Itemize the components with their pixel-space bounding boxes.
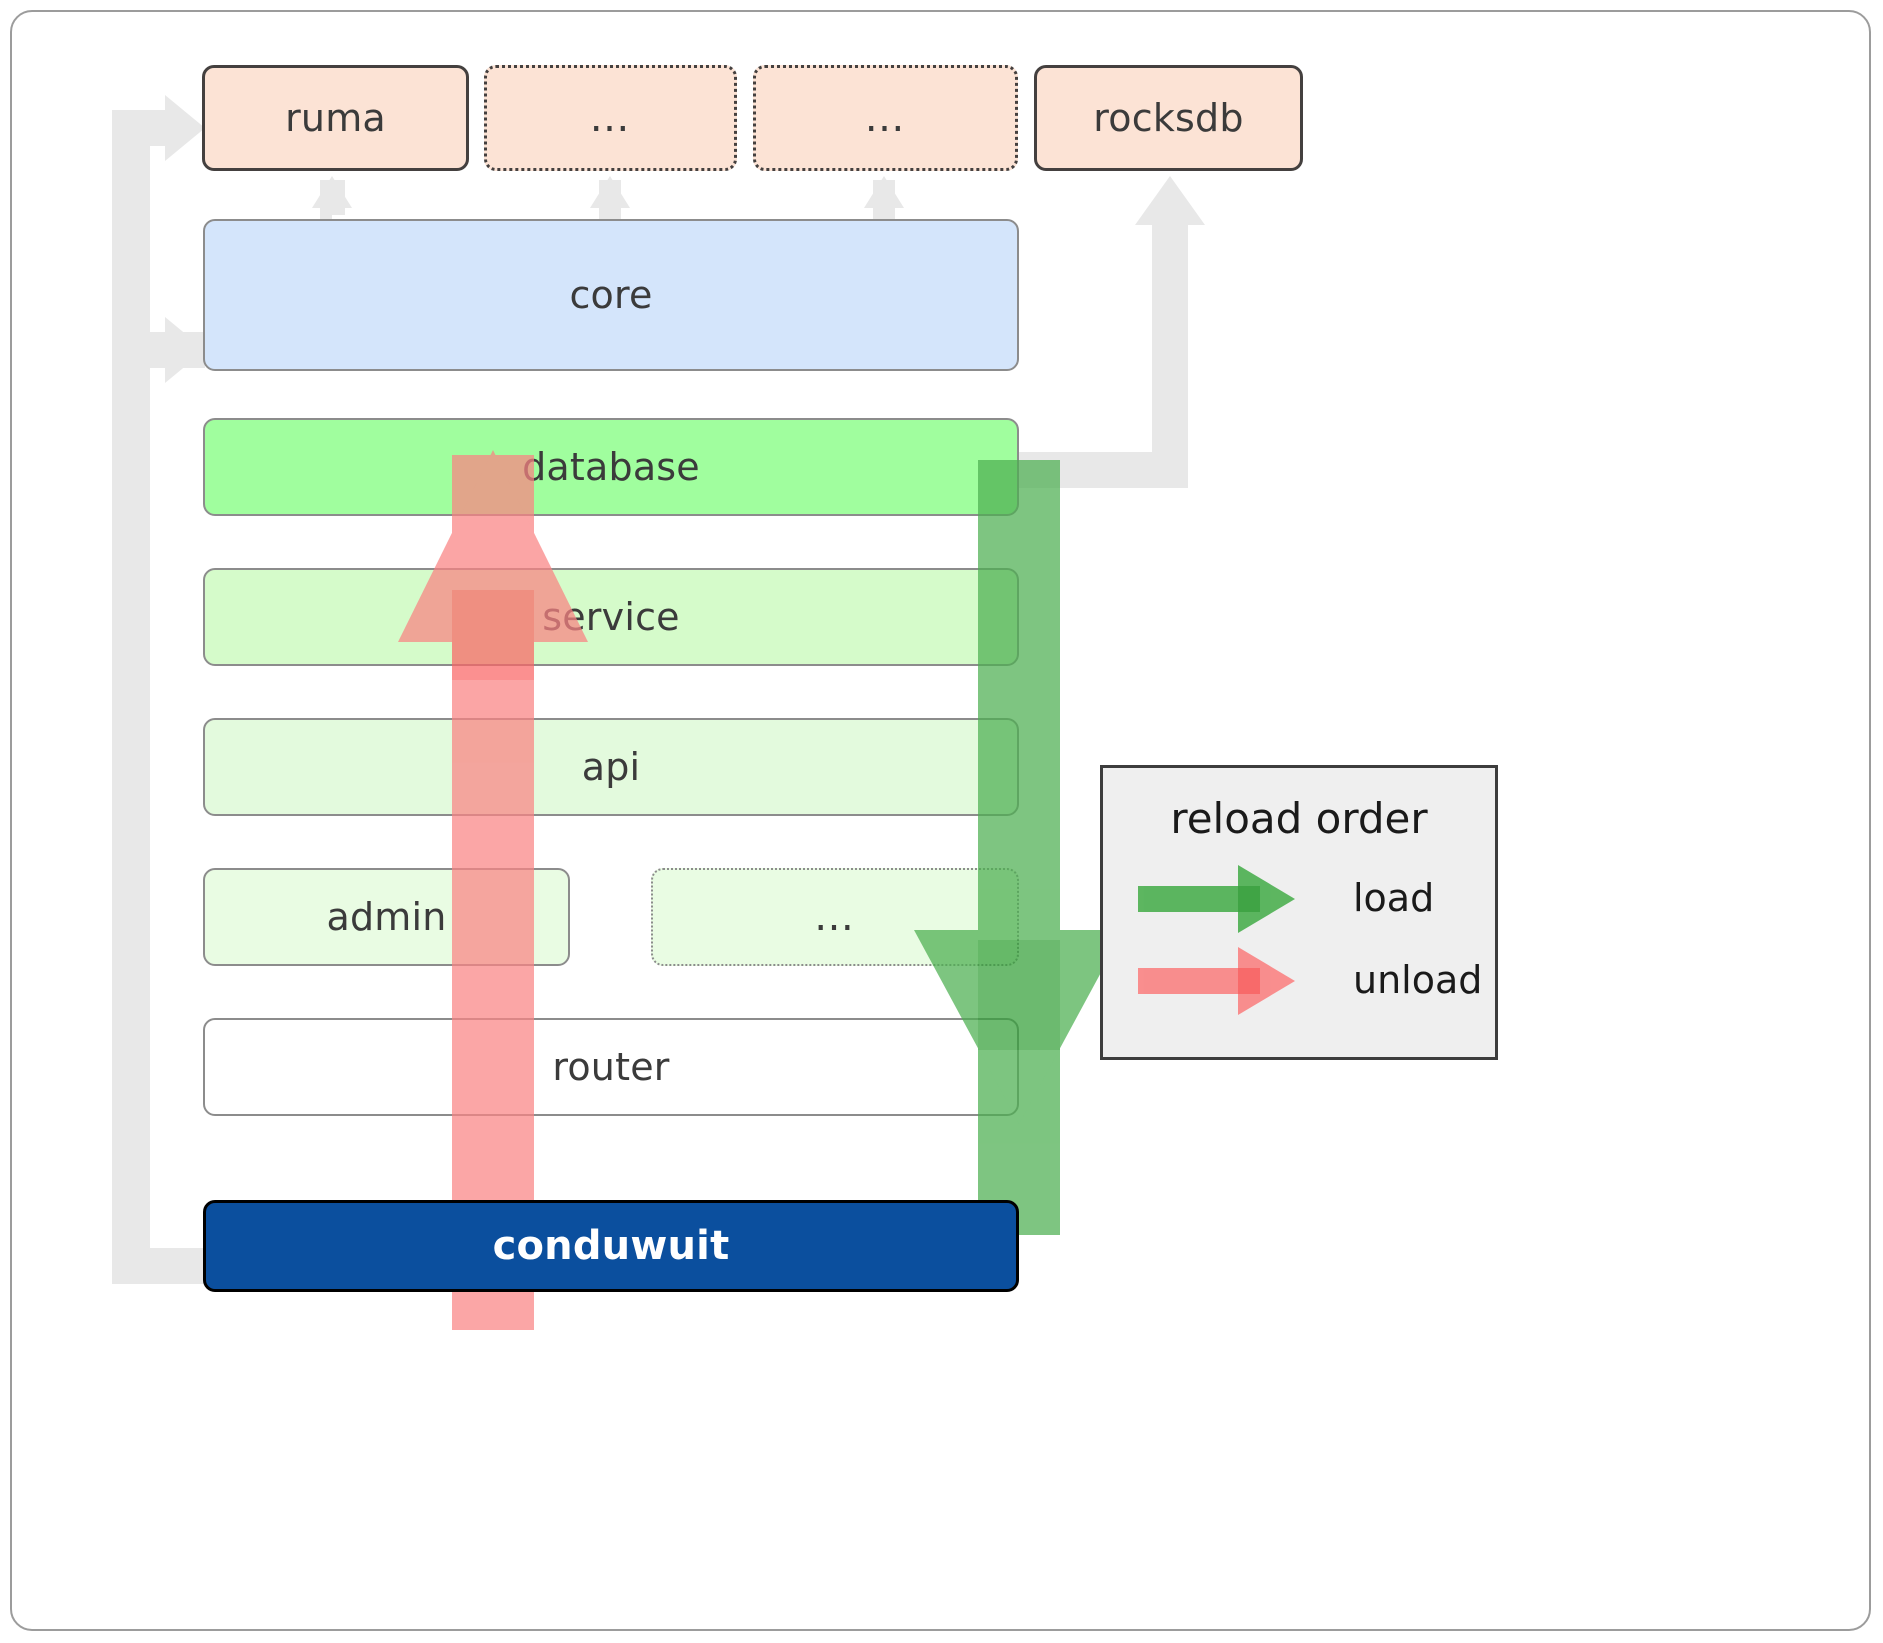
legend-load-arrow	[1138, 865, 1295, 933]
dependency-label: ruma	[285, 96, 386, 140]
legend-label-unload: unload	[1353, 958, 1483, 1002]
dependency-box-rocksdb[interactable]: rocksdb	[1034, 65, 1303, 171]
layer-label: router	[552, 1045, 670, 1089]
layer-label: …	[814, 894, 856, 940]
layer-box-router[interactable]: router	[203, 1018, 1019, 1116]
binary-box-conduwuit[interactable]: conduwuit	[203, 1200, 1019, 1292]
layer-label: admin	[326, 895, 447, 939]
legend-label-load: load	[1353, 876, 1435, 920]
layer-box-core[interactable]: core	[203, 219, 1019, 371]
legend-panel: reload order load unload	[1100, 765, 1498, 1060]
layer-box-admin[interactable]: admin	[203, 868, 570, 966]
dependency-box-ellipsis-1[interactable]: …	[484, 65, 737, 171]
dependency-label: rocksdb	[1093, 96, 1244, 140]
dependency-box-ruma[interactable]: ruma	[202, 65, 469, 171]
layer-box-api[interactable]: api	[203, 718, 1019, 816]
layer-label: api	[581, 745, 641, 789]
dependency-label: …	[589, 95, 632, 141]
layer-label: service	[542, 595, 680, 639]
dependency-label: …	[864, 95, 907, 141]
layer-box-service[interactable]: service	[203, 568, 1019, 666]
layer-label: database	[522, 445, 700, 489]
legend-title: reload order	[1170, 794, 1428, 843]
legend-swatches	[1138, 865, 1295, 1015]
layer-box-database[interactable]: database	[203, 418, 1019, 516]
dependency-box-ellipsis-2[interactable]: …	[753, 65, 1018, 171]
layer-label: core	[569, 273, 653, 317]
legend-unload-arrow	[1138, 947, 1295, 1015]
layer-box-ellipsis[interactable]: …	[651, 868, 1019, 966]
binary-label: conduwuit	[492, 1223, 730, 1269]
